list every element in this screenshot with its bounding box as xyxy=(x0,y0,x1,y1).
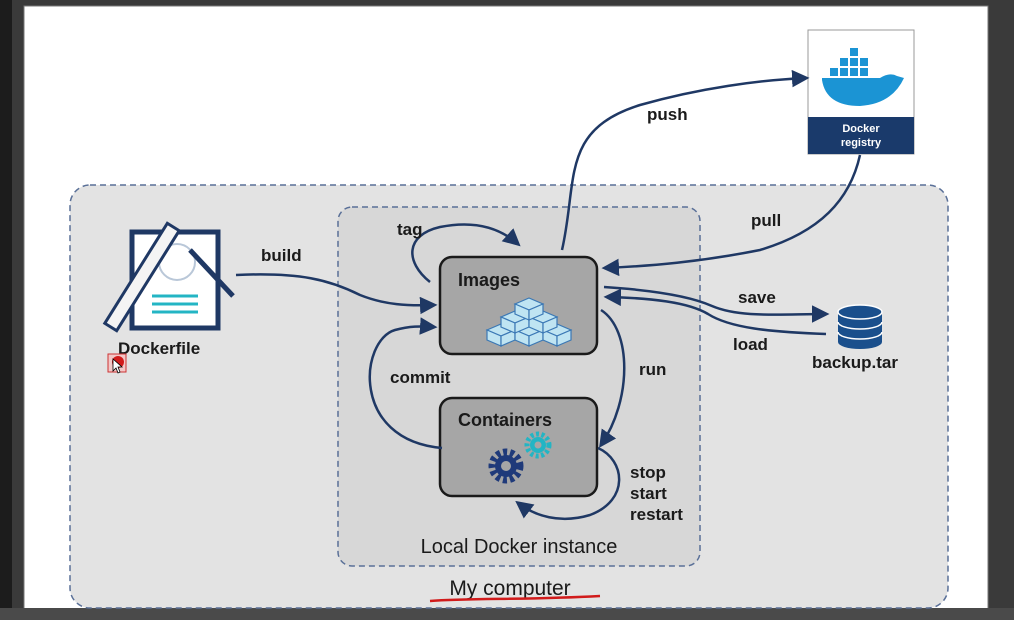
tag-label: tag xyxy=(397,220,423,239)
annotation-cursor-marker xyxy=(107,353,127,374)
docker-registry-icon: Docker registry xyxy=(807,29,915,155)
database-icon xyxy=(837,304,883,349)
images-label: Images xyxy=(458,270,520,290)
push-label: push xyxy=(647,105,688,124)
restart-label: restart xyxy=(630,505,683,524)
pull-arrow xyxy=(601,154,862,277)
images-cubes-icon xyxy=(485,297,573,347)
backup-label: backup.tar xyxy=(812,353,898,372)
whale-icon xyxy=(822,48,904,106)
red-underline-annotation xyxy=(429,594,601,603)
commit-label: commit xyxy=(390,368,451,387)
save-label: save xyxy=(738,288,776,307)
build-label: build xyxy=(261,246,302,265)
commit-arrow xyxy=(368,317,443,450)
dockerfile-icon xyxy=(102,221,235,333)
load-arrow xyxy=(603,288,827,336)
load-label: load xyxy=(733,335,768,354)
local-instance-label: Local Docker instance xyxy=(421,536,618,558)
tag-arrow xyxy=(411,223,521,283)
run-label: run xyxy=(639,360,666,379)
push-arrow xyxy=(560,69,810,251)
images-node: Images xyxy=(438,255,599,356)
gear-icon xyxy=(488,448,524,484)
save-arrow xyxy=(603,285,830,323)
run-arrow xyxy=(599,308,626,448)
build-arrow xyxy=(235,273,438,315)
containers-node: Containers xyxy=(438,396,599,498)
registry-label-line2: registry xyxy=(841,137,882,149)
start-label: start xyxy=(630,484,667,503)
registry-label-line1: Docker xyxy=(842,123,880,135)
containers-label: Containers xyxy=(458,410,552,430)
small-gear-icon xyxy=(524,431,552,459)
stop-label: stop xyxy=(630,463,666,482)
my-computer-label: My computer xyxy=(449,577,570,600)
stop-start-restart-arrow xyxy=(515,446,621,521)
dockerfile-label: Dockerfile xyxy=(118,339,200,358)
pull-label: pull xyxy=(751,211,781,230)
